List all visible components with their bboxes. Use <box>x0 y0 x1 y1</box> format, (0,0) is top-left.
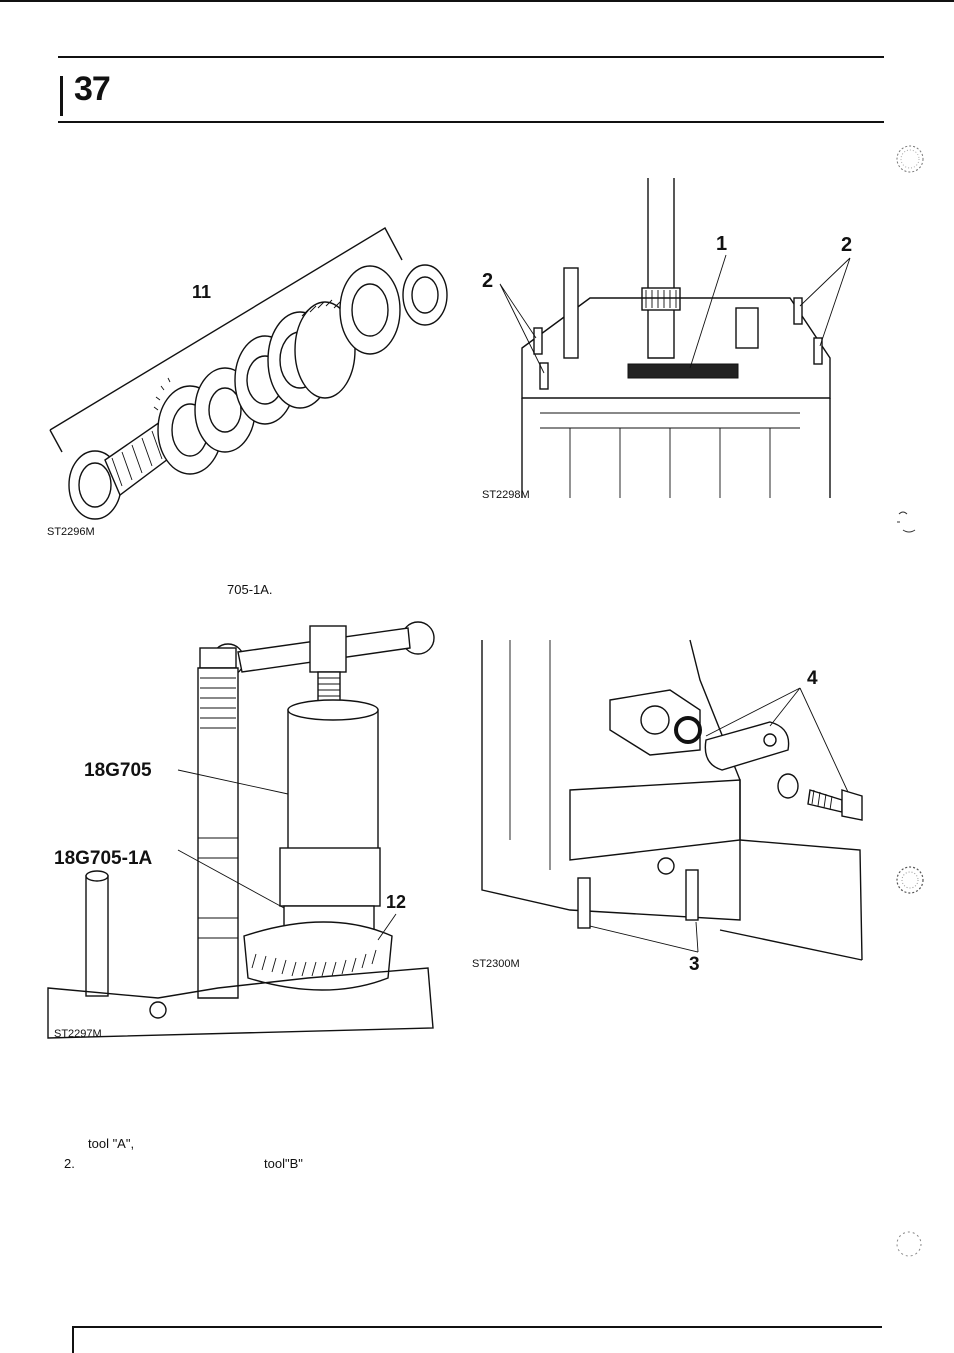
figure-st2297m: 18G705 18G705-1A 12 ST2297M <box>47 618 443 1043</box>
punch-hole-icon <box>896 1231 922 1257</box>
figure-id: ST2300M <box>472 958 520 970</box>
figure-st2298m: 1 2 2 ST2298M <box>480 178 860 508</box>
callout-18g705-1a: 18G705-1A <box>54 848 153 869</box>
callout-1: 1 <box>716 233 728 255</box>
footer-rule <box>72 1326 882 1328</box>
figure-st2300m: 4 3 ST2300M <box>470 639 870 980</box>
punch-hole-icon <box>896 145 924 173</box>
callout-3: 3 <box>689 954 700 975</box>
extension-case-illustration <box>481 639 863 961</box>
callout-18g705: 18G705 <box>84 760 152 781</box>
section-number: 37 <box>74 70 111 108</box>
header-rule-top <box>58 56 884 58</box>
callout-4: 4 <box>807 668 818 689</box>
tool-b-text: tool"B" <box>264 1156 303 1171</box>
gear-cluster-illustration <box>49 227 448 520</box>
step-2-number: 2. <box>64 1156 75 1171</box>
figure-st2296m: 11 ST2296M <box>40 190 460 540</box>
header-bar <box>60 76 63 116</box>
gearbox-top-illustration <box>499 178 851 498</box>
callout-2-left: 2 <box>482 270 494 292</box>
figure-id: ST2297M <box>54 1028 102 1040</box>
figure-id: ST2298M <box>482 489 530 501</box>
figure-id: ST2296M <box>47 526 95 538</box>
press-tool-illustration <box>47 621 435 1039</box>
footer-bar <box>72 1326 74 1353</box>
top-border <box>0 0 954 2</box>
tool-reference-text: 705-1A. <box>227 582 273 597</box>
callout-11: 11 <box>192 282 212 302</box>
callout-12: 12 <box>386 892 407 912</box>
callout-2-right: 2 <box>841 234 853 256</box>
tool-a-text: tool "A", <box>88 1136 135 1151</box>
punch-hole-icon <box>896 866 924 894</box>
punch-hole-icon <box>897 511 916 533</box>
header-rule-bottom <box>58 121 884 123</box>
